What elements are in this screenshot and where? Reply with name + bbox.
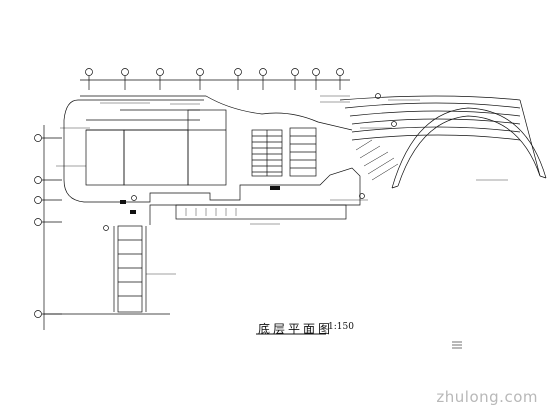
hatch-area [355,139,399,181]
legend-swatches [452,341,462,349]
room-east [187,109,227,186]
room-hall [85,129,125,186]
room-main [123,129,189,186]
stair-2 [289,127,317,177]
building-outline [63,99,361,225]
section-markers [103,93,397,231]
drawing-scale: 1:150 [328,322,354,332]
annotation-leaders [56,95,508,275]
watermark: zhulong.com [436,388,538,406]
drawing-title: 底层平面图 [258,322,334,336]
stair [251,129,283,177]
ramp [113,225,147,313]
arched-canopy [339,95,547,189]
grid-bubbles-top [85,68,344,90]
entrance-platform [175,204,347,220]
grid-bubbles-left [34,125,62,330]
